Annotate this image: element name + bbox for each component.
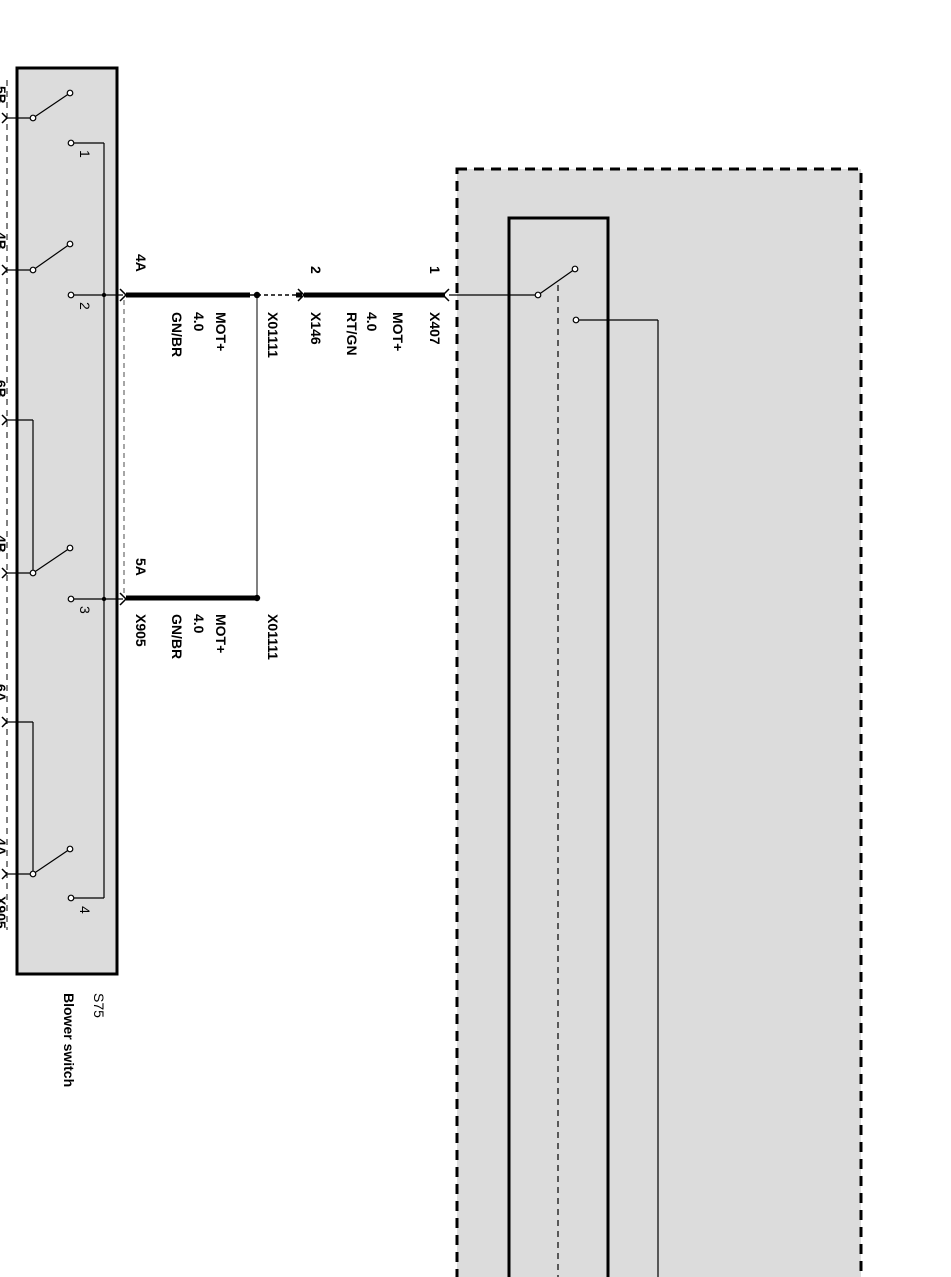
pin-label-top-4a: 4A	[133, 254, 149, 272]
connector-label-x905: X905	[133, 614, 149, 647]
wire-label-size-right: 4.0	[364, 312, 380, 332]
bus-junction-dot	[101, 292, 107, 298]
wire-label-color-right: RT/GN	[344, 312, 360, 356]
blower-component-box	[455, 167, 863, 1277]
contact-number-1: 1	[77, 150, 93, 158]
pin-label-4b-2: 4B	[0, 535, 9, 553]
pin-label-6a: 6A	[0, 684, 9, 702]
relay-contact	[449, 265, 659, 1277]
wire-top	[119, 288, 450, 302]
contact-number-3: 3	[77, 606, 93, 614]
wire-label-mot-bottom: MOT+	[213, 614, 229, 653]
switch-contact-row-3	[7, 419, 123, 603]
wire-bottom	[119, 592, 261, 606]
pin-label-4a: 4A	[0, 838, 9, 856]
switch-contact-row-1	[7, 89, 75, 147]
wire-label-size-left: 4.0	[191, 312, 207, 332]
pin-label-top-1: 1	[427, 266, 443, 274]
pin-label-top-2: 2	[308, 266, 324, 274]
switch-id-label: S75	[91, 993, 107, 1018]
switch-contact-row-2	[7, 240, 123, 299]
switch-name-label: Blower switch	[61, 993, 77, 1087]
pin-label-5b: 5B	[0, 86, 9, 104]
contact-number-4: 4	[77, 906, 93, 914]
connector-label-x146: X146	[308, 312, 324, 345]
wire-label-color-left: GN/BR	[169, 312, 185, 357]
wire-label-size-bottom: 4.0	[191, 614, 207, 634]
pin-label-4b: 4B	[0, 232, 9, 250]
switch-contact-row-4	[7, 721, 75, 902]
splice-label-bottom: X01111	[265, 614, 281, 660]
pin-label-6b: 6B	[0, 380, 9, 398]
splice-label-top: X01111	[265, 312, 281, 358]
blower-switch-block	[15, 66, 119, 976]
pin-label-bottom-5a: 5A	[133, 558, 149, 576]
relay-inner-box	[507, 216, 610, 1277]
contact-number-2: 2	[77, 302, 93, 310]
wire-label-color-bottom: GN/BR	[169, 614, 185, 659]
wire-label-mot-right: MOT+	[390, 312, 406, 351]
bus-junction-dot	[101, 596, 107, 602]
connector-label-x407: X407	[427, 312, 443, 345]
left-pin-markers	[1, 112, 9, 880]
connector-label-x905-cropped: X905	[0, 896, 9, 929]
wire-label-mot-left: MOT+	[213, 312, 229, 351]
